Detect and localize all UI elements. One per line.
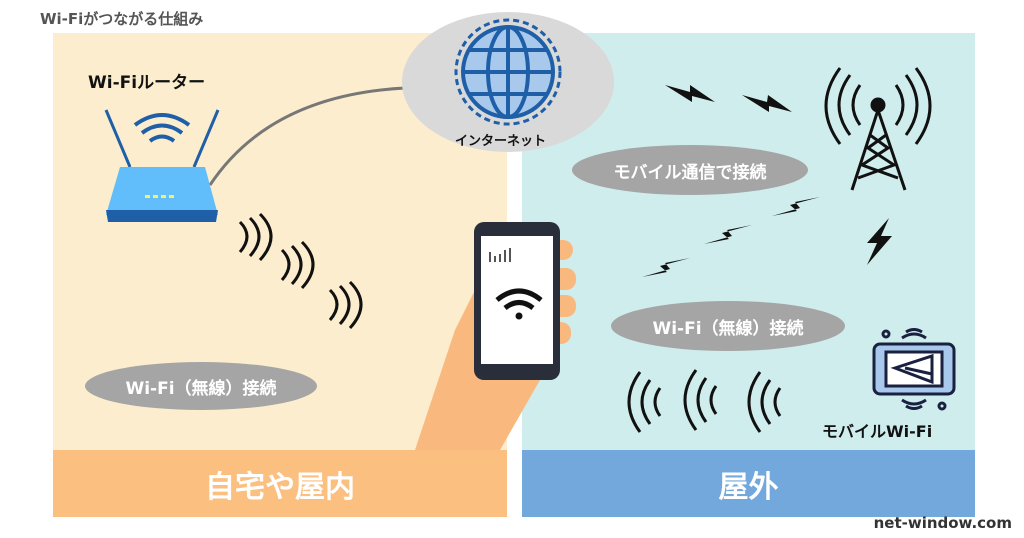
indoor-label: 自宅や屋内 xyxy=(53,450,507,517)
wifi-waves-icon xyxy=(238,212,363,330)
router-label: Wi-Fiルーター xyxy=(88,73,206,93)
right-connection-pill: Wi-Fi（無線）接続 xyxy=(611,301,845,351)
globe-icon xyxy=(454,18,562,126)
internet-label: インターネット xyxy=(455,134,547,149)
router-icon xyxy=(104,109,220,222)
left-connection-pill: Wi-Fi（無線）接続 xyxy=(85,362,317,410)
site-credit: net-window.com xyxy=(873,514,1012,532)
outdoor-label: 屋外 xyxy=(522,450,975,517)
mobile-connection-pill: モバイル通信で接続 xyxy=(572,145,808,195)
cable-line xyxy=(208,86,406,186)
cell-tower-icon xyxy=(824,67,932,191)
lightning-icons xyxy=(642,85,892,277)
mobile-wifi-icon xyxy=(872,328,956,411)
wifi-waves-right-icon xyxy=(627,369,782,433)
diagram-title: Wi-Fiがつながる仕組み xyxy=(40,10,204,28)
smartphone-icon xyxy=(474,222,560,380)
mobile-wifi-label: モバイルWi-Fi xyxy=(822,422,933,441)
